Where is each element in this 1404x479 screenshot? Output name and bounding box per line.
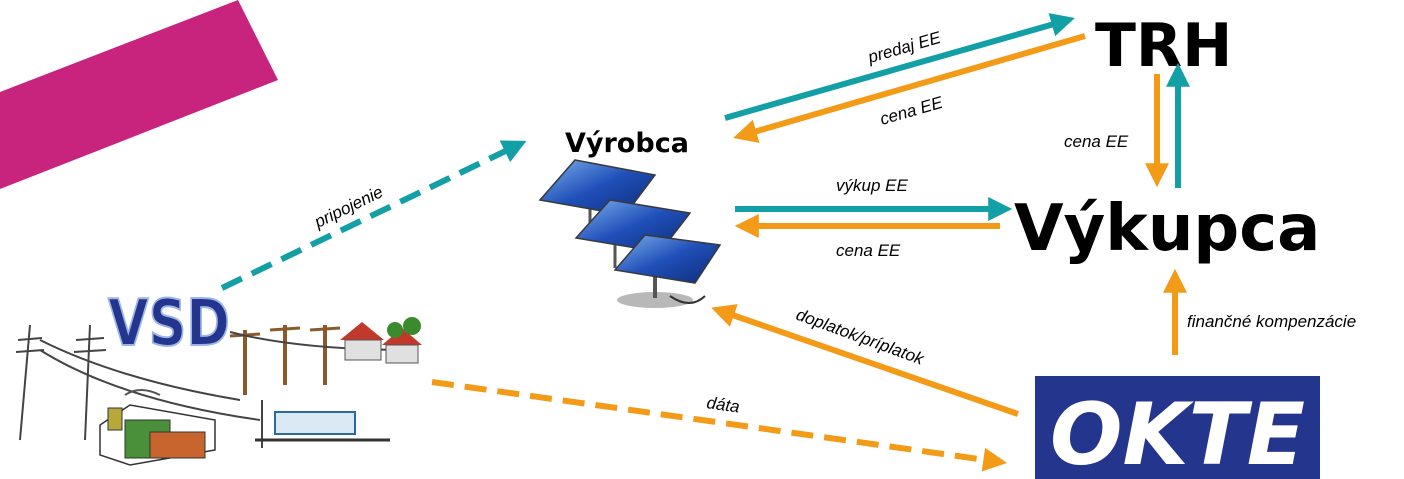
node-trh: TRH [1095,11,1232,81]
okte-logo-text: OKTE [1050,385,1305,479]
banner-background [0,0,278,189]
date-banner: tém od 1. 1. 2020 [0,0,283,217]
edge-vykup-label: výkup EE [836,176,908,195]
edge-data: dáta [431,379,1008,472]
grid-town-illustration [15,324,411,448]
edge-financne-label: finančné kompenzácie [1187,312,1356,331]
edge-cena-right: cena EE [1064,74,1169,188]
edge-doplatok: doplatok/príplatok [711,304,1019,417]
edge-data-label: dáta [705,393,740,416]
edge-cena-trh-label: cena EE [878,93,946,129]
vsd-logo-text: VSD [108,287,230,361]
solar-panels-illustration [538,159,722,308]
houses-illustration [340,317,422,364]
edge-cena-mid-label: cena EE [836,241,901,260]
edge-vykup: výkup EE [735,176,1013,221]
node-vykupca: Výkupca [1014,192,1320,266]
edge-pripojenie: pripojenie [220,140,527,291]
vsd-logo: VSD [107,286,231,362]
okte-logo: OKTE [1035,376,1320,479]
edge-cena-right-label: cena EE [1064,132,1129,151]
edge-financne: finančné kompenzácie [1163,268,1356,355]
node-vyrobca: Výrobca [565,128,689,159]
edge-cena-mid: cena EE [734,214,1000,260]
factory-illustration [99,389,216,466]
edge-predaj: predaj EE [724,13,1075,121]
